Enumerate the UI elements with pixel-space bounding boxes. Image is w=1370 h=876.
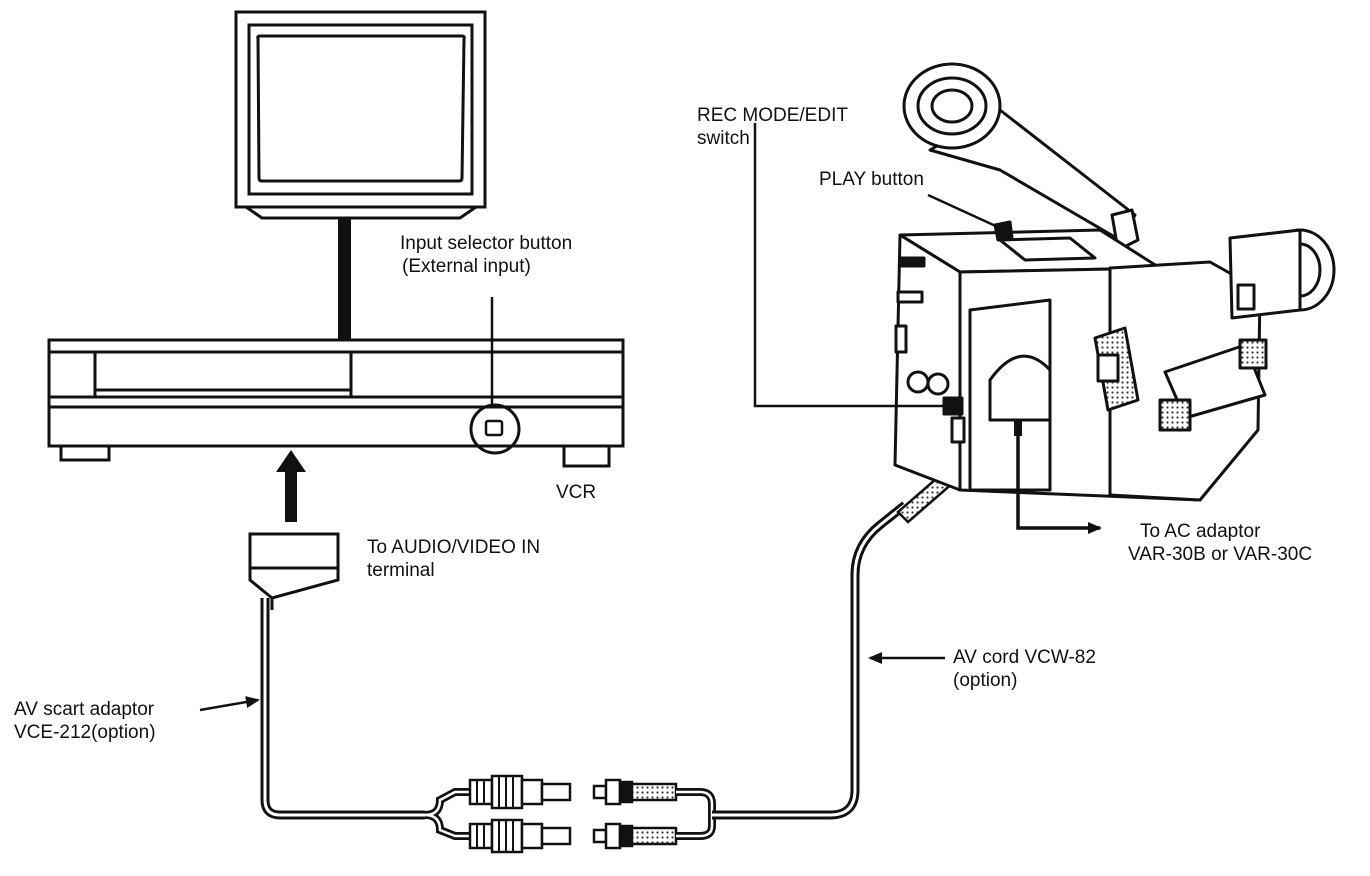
vcr-label: VCR [556,482,597,503]
av-cord-label: AV cord VCW-82 (option) [953,646,1096,692]
input-selector-label: Input selector button (External input) [400,232,572,278]
audio-video-in-label-line2: terminal [367,560,435,581]
av-cord-label-line1: AV cord VCW-82 [953,647,1096,668]
rec-mode-label: REC MODE/EDIT switch [697,104,848,150]
rec-mode-leader [753,123,948,408]
rec-mode-label-line1: REC MODE/EDIT [697,105,848,126]
tv-monitor [234,10,487,220]
vcr-input-arrow [276,450,306,522]
scart-arrow [199,696,260,712]
vcr-deck [47,297,625,468]
ac-adaptor-label-line1: To AC adaptor [1140,521,1261,542]
ac-adaptor-label-line2: VAR-30B or VAR-30C [1128,544,1313,565]
av-cord-label-line2: (option) [953,670,1018,691]
scart-adaptor-label: AV scart adaptor VCE-212(option) [14,698,156,744]
rca-plugs-left [424,774,572,854]
tv-cable [338,218,351,342]
audio-video-in-label-line1: To AUDIO/VIDEO IN [367,537,541,558]
av-cord [712,501,908,820]
play-leader [927,193,1001,230]
scart-adaptor-label-line2: VCE-212(option) [14,722,156,743]
ac-adaptor-label: To AC adaptor VAR-30B or VAR-30C [1128,520,1312,566]
audio-video-in-label: To AUDIO/VIDEO IN terminal [367,536,540,582]
ac-adaptor-lead [1016,436,1102,534]
camcorder [893,62,1336,502]
scart-adaptor-label-line1: AV scart adaptor [14,699,155,720]
play-button-label: PLAY button [819,169,924,190]
rec-mode-label-line2: switch [697,128,750,149]
scart-adaptor [248,532,340,610]
input-selector-label-line1: Input selector button [400,233,573,254]
scart-cable [260,598,425,820]
input-selector-label-line2: (External input) [402,256,531,277]
rca-plugs-right [592,778,716,850]
